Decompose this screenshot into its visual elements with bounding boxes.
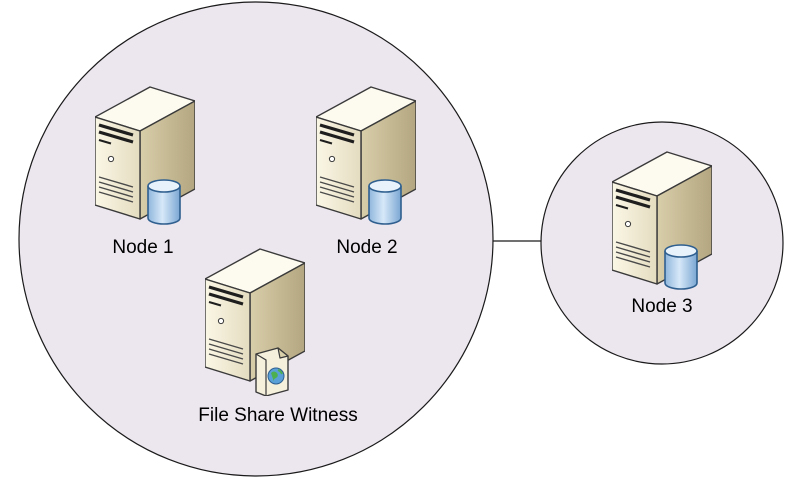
- node-2-label: Node 2: [336, 237, 398, 258]
- node-3-database-icon: [664, 244, 698, 290]
- file-share-witness-label: File Share Witness: [198, 405, 358, 426]
- node-1-database-icon: [147, 179, 181, 225]
- node-2-database-icon: [368, 179, 402, 225]
- node-3-label: Node 3: [631, 296, 693, 317]
- file-share-icon: [255, 347, 289, 396]
- node-1-label: Node 1: [112, 237, 174, 258]
